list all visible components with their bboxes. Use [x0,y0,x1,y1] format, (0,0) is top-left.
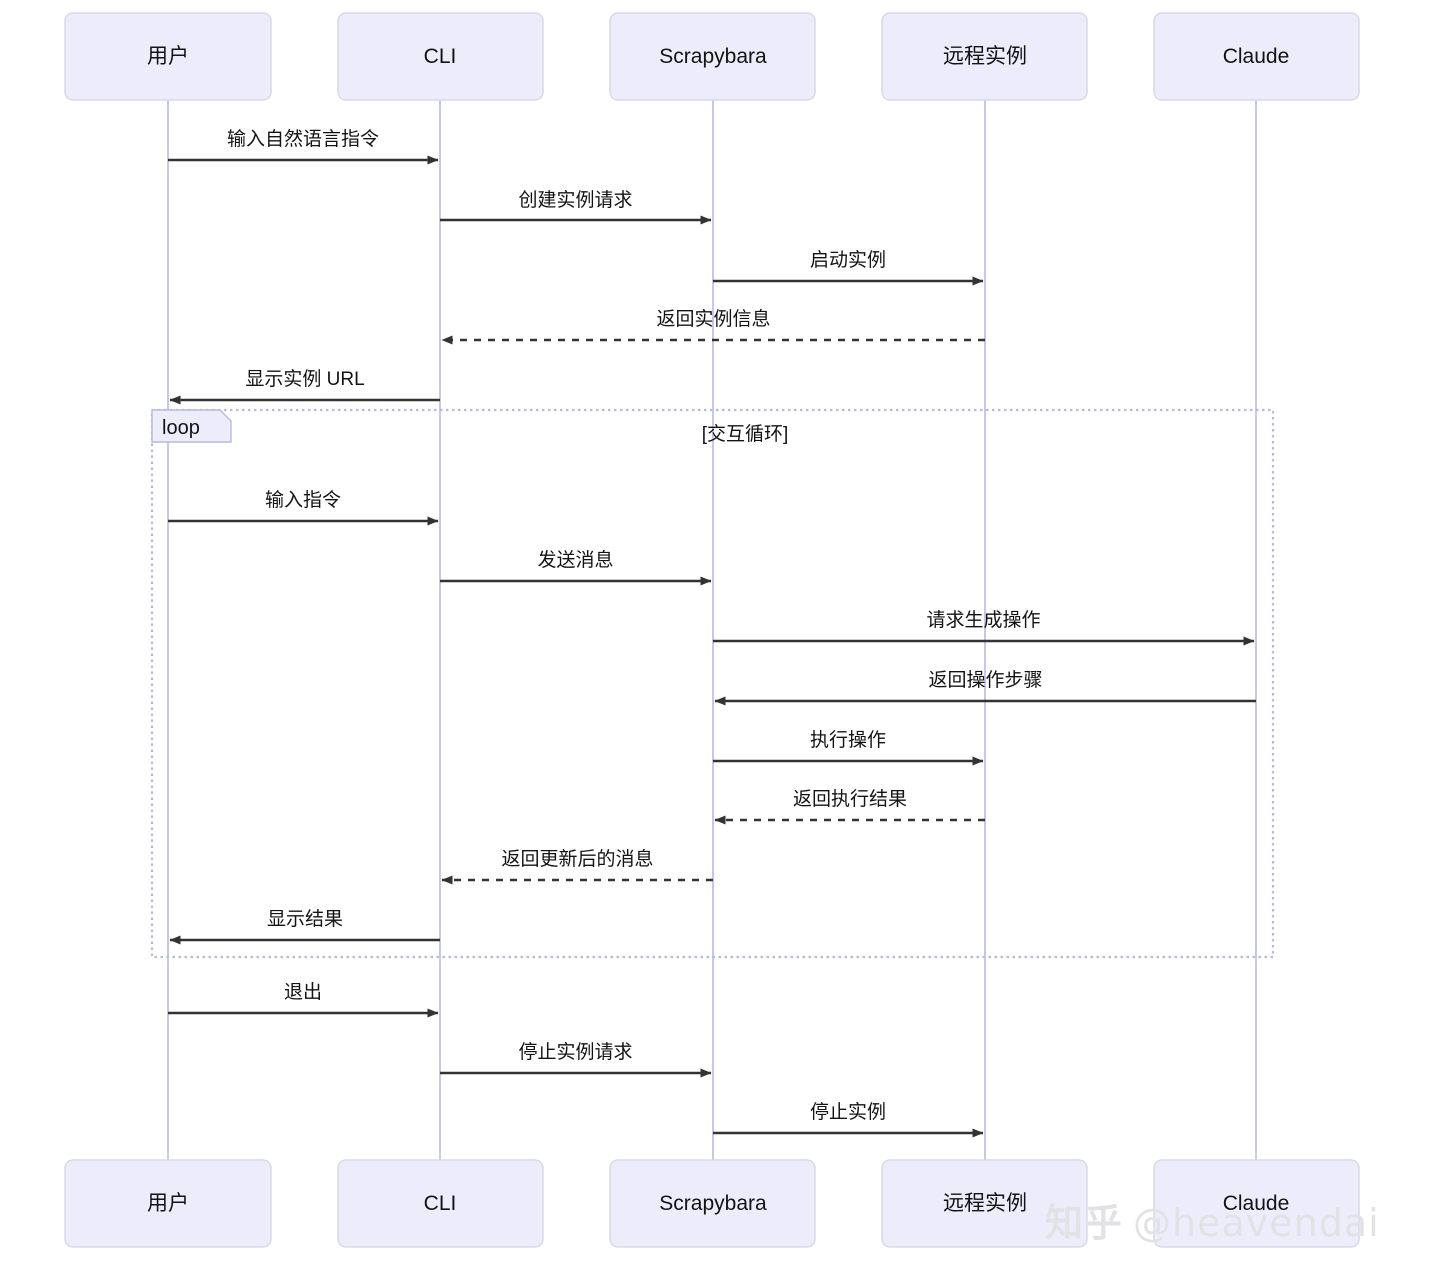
actor-label: Claude [1223,45,1290,68]
actor-box-rect [64,12,272,101]
actor-box-claude-bottom[interactable]: Claude [1153,1159,1360,1248]
message-label: 发送消息 [537,549,613,571]
message-label: 显示实例 URL [245,368,364,390]
actor-box-rect [1153,12,1360,101]
actor-label: 用户 [147,45,189,68]
message-label: 创建实例请求 [518,189,632,211]
message-m7: 发送消息 [440,549,712,586]
actor-box-remote-bottom[interactable]: 远程实例 [881,1159,1088,1248]
loop-fragment-tab-label: loop [162,417,200,439]
actor-box-rect [1153,1159,1360,1248]
actor-box-cli-top[interactable]: CLI [337,12,544,101]
actor-label: Scrapybara [659,1192,767,1215]
loop-fragment-layer: loop [交互循环] [150,408,1275,959]
actor-label: CLI [424,1192,457,1215]
message-label: 启动实例 [810,249,886,271]
message-m2: 创建实例请求 [440,189,712,225]
actor-label: Scrapybara [659,45,767,68]
message-m16: 停止实例 [713,1101,984,1138]
message-m6: 输入指令 [168,489,439,526]
message-label: 输入指令 [265,489,341,511]
actor-box-rect [64,1159,272,1248]
actor-box-user-bottom[interactable]: 用户 [64,1159,272,1248]
actor-box-rect [609,1159,816,1248]
message-label: 返回执行结果 [793,788,907,810]
lifelines-layer [166,100,1258,1160]
message-label: 返回实例信息 [656,308,770,330]
message-m5: 显示实例 URL [169,368,440,405]
message-m10: 执行操作 [713,729,984,766]
actor-box-cli-bottom[interactable]: CLI [337,1159,544,1248]
message-label: 停止实例 [810,1101,886,1123]
message-label: 退出 [284,981,322,1003]
message-label: 输入自然语言指令 [227,128,379,150]
message-m4: 返回实例信息 [441,308,985,345]
actor-box-user-top[interactable]: 用户 [64,12,272,101]
actor-box-rect [337,1159,544,1248]
actor-box-rect [337,12,544,101]
message-m15: 停止实例请求 [440,1041,712,1078]
actor-box-rect [881,12,1088,101]
message-label: 请求生成操作 [926,609,1040,631]
actor-box-rect [881,1159,1088,1248]
actor-box-scrapy-top[interactable]: Scrapybara [609,12,816,101]
actor-box-scrapy-bottom[interactable]: Scrapybara [609,1159,816,1248]
loop-fragment-tab [151,409,232,443]
message-label: 返回更新后的消息 [501,848,653,870]
message-m11: 返回执行结果 [714,788,985,825]
message-m13: 显示结果 [169,908,440,945]
actor-label: 远程实例 [943,1192,1027,1215]
actor-boxes-layer: 用户 CLI Scrapybara 远程实例 Claude 用户 CLI Scrapybara… [64,12,1360,1248]
message-m14: 退出 [168,981,439,1018]
message-label: 返回操作步骤 [928,669,1042,691]
message-m3: 启动实例 [713,249,984,286]
loop-fragment-frame [150,408,1275,959]
actor-label: CLI [424,45,457,68]
message-m9: 返回操作步骤 [714,669,1256,706]
actor-label: Claude [1223,1192,1290,1215]
message-m12: 返回更新后的消息 [441,848,713,885]
message-label: 显示结果 [267,908,343,930]
actor-box-rect [609,12,816,101]
actor-label: 用户 [147,1192,189,1215]
message-label: 执行操作 [810,729,886,751]
loop-fragment-title: [交互循环] [702,423,789,445]
message-m8: 请求生成操作 [713,609,1255,646]
message-label: 停止实例请求 [518,1041,632,1063]
actor-label: 远程实例 [943,45,1027,68]
message-m1: 输入自然语言指令 [168,128,439,165]
actor-box-claude-top[interactable]: Claude [1153,12,1360,101]
actor-box-remote-top[interactable]: 远程实例 [881,12,1088,101]
